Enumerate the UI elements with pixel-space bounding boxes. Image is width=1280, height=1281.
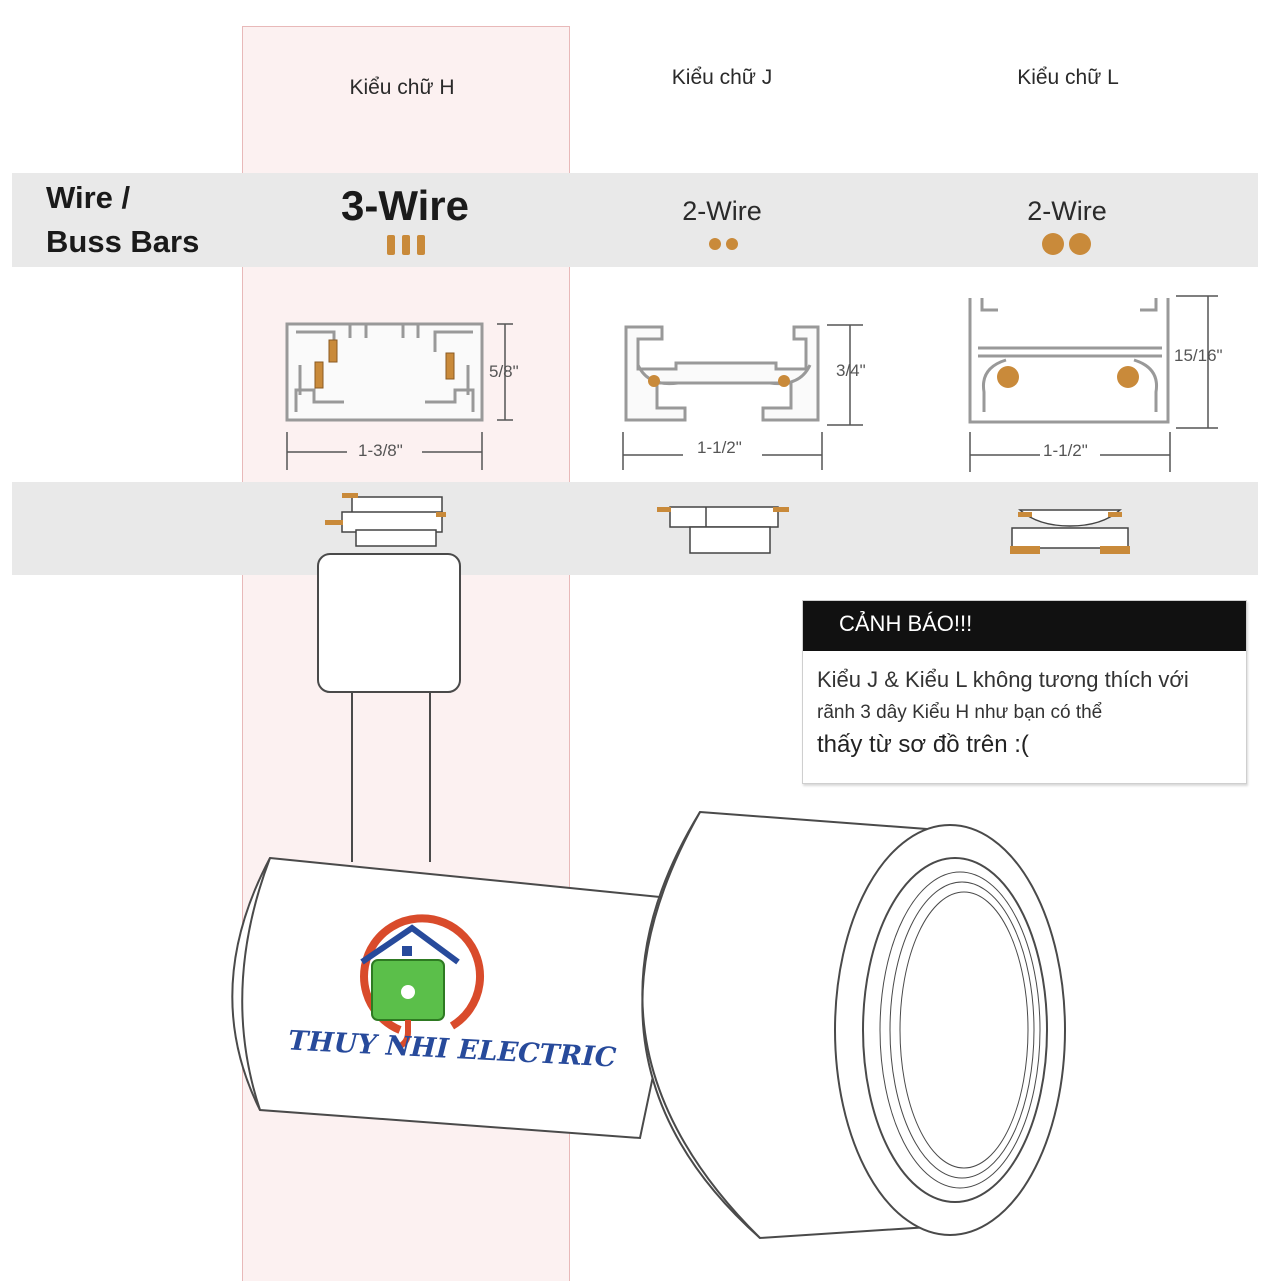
connector-h [325, 493, 446, 547]
width-label-h: 1-3/8" [358, 441, 403, 460]
column-header-h: Kiểu chữ H [349, 76, 455, 99]
height-label-h: 5/8" [489, 362, 519, 381]
dimension-lines-h [286, 323, 513, 470]
column-header-l: Kiểu chữ L [1017, 66, 1119, 89]
busbar-l [997, 366, 1139, 388]
wire-count-h: 3-Wire [341, 182, 469, 229]
wire-count-l: 2-Wire [1027, 196, 1107, 226]
track-profile-l [968, 298, 1170, 424]
wire-count-j: 2-Wire [682, 196, 762, 226]
dimension-lines-j [622, 324, 863, 470]
busbar-h-2 [328, 339, 338, 363]
connector-j [657, 506, 789, 554]
company-logo [360, 914, 484, 1049]
dimension-lines-l [969, 295, 1218, 472]
column-header-j: Kiểu chữ J [671, 66, 773, 89]
busbar-h-3 [445, 352, 455, 380]
warning-line-1: Kiểu J & Kiểu L không tương thích với [817, 667, 1189, 692]
warning-box: CẢNH BÁO!!! Kiểu J & Kiểu L không tương … [802, 600, 1247, 784]
row-label-line2: Buss Bars [46, 224, 200, 259]
busbar-indicator-3-wire [387, 235, 425, 255]
row-label: Wire / Buss Bars [46, 176, 199, 264]
width-label-j: 1-1/2" [697, 438, 742, 457]
busbar-indicator-2-wire-j [709, 238, 738, 250]
busbar-h-1 [314, 361, 324, 389]
busbar-indicator-2-wire-l [1042, 233, 1091, 255]
track-profile-j [624, 325, 820, 422]
busbar-j [648, 375, 790, 387]
height-label-j: 3/4" [836, 361, 866, 380]
row-label-line1: Wire / [46, 180, 131, 215]
height-label-l: 15/16" [1174, 346, 1223, 365]
warning-line-2: rãnh 3 dây Kiểu H như bạn có thể [817, 702, 1103, 723]
warning-title: CẢNH BÁO!!! [803, 601, 1246, 651]
width-label-l: 1-1/2" [1043, 441, 1088, 460]
track-light-body [231, 553, 1066, 1240]
warning-line-3: thấy từ sơ đồ trên :( [817, 731, 1029, 758]
connector-l [1010, 509, 1130, 554]
